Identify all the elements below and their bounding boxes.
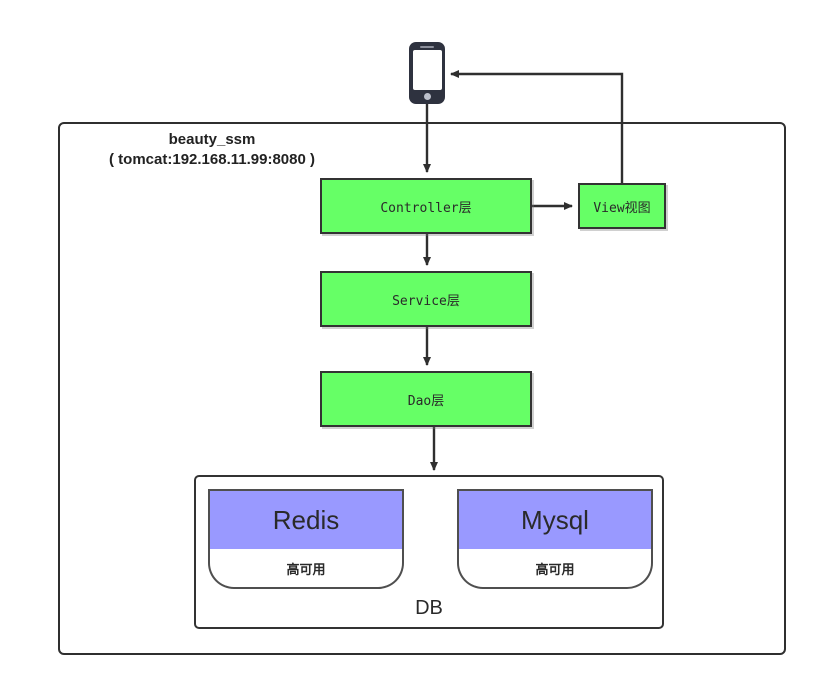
phone-home-button-icon	[423, 93, 431, 100]
smartphone-icon	[409, 42, 445, 104]
node-service-label: Service层	[392, 293, 460, 309]
node-view-label: View视图	[593, 200, 651, 216]
datastore-redis-subtitle: 高可用	[286, 561, 326, 577]
datastore-mysql-subtitle: 高可用	[535, 561, 575, 577]
datastore-mysql-name: Mysql	[521, 504, 589, 535]
phone-screen	[412, 50, 442, 90]
node-service-layer[interactable]: Service层	[320, 271, 532, 327]
db-group-label: DB	[415, 597, 443, 619]
node-datastore-mysql[interactable]: Mysql 高可用	[457, 489, 653, 589]
phone-speaker-icon	[420, 46, 434, 48]
node-controller-layer[interactable]: Controller层	[320, 178, 532, 234]
node-controller-label: Controller层	[380, 200, 472, 216]
node-dao-layer[interactable]: Dao层	[320, 371, 532, 427]
application-name: beauty_ssm	[168, 131, 256, 148]
datastore-redis-name: Redis	[272, 504, 340, 535]
datastore-redis-footer: 高可用	[208, 549, 404, 589]
datastore-redis-body: Redis	[208, 489, 404, 551]
node-dao-label: Dao层	[407, 393, 445, 409]
node-view[interactable]: View视图	[578, 183, 666, 229]
datastore-mysql-body: Mysql	[457, 489, 653, 551]
db-container	[194, 475, 664, 629]
application-address: ( tomcat:192.168.11.99:8080 )	[109, 151, 315, 168]
application-title-block: beauty_ssm ( tomcat:192.168.11.99:8080 )	[62, 130, 362, 170]
datastore-mysql-footer: 高可用	[457, 549, 653, 589]
application-container	[58, 122, 786, 655]
node-datastore-redis[interactable]: Redis 高可用	[208, 489, 404, 589]
